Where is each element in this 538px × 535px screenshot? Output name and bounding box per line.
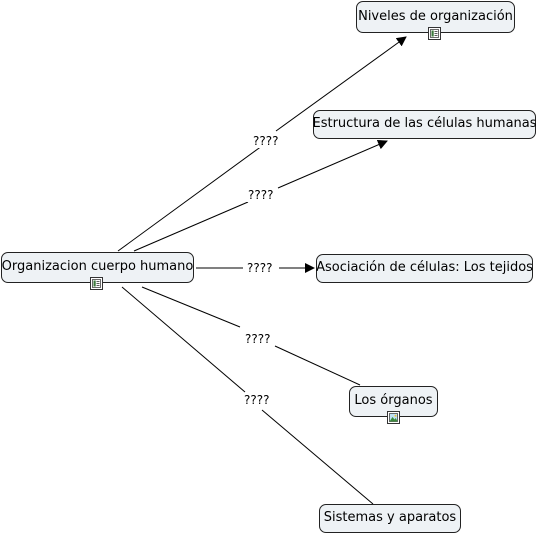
concept-node-niveles-label: Niveles de organización xyxy=(358,8,513,24)
concept-node-organos-label: Los órganos xyxy=(354,393,433,408)
link-line-1a xyxy=(117,142,267,252)
concept-node-asociacion-label: Asociación de células: Los tejidos xyxy=(316,260,533,275)
link-label-organos: ???? xyxy=(243,332,273,346)
link-label-niveles: ???? xyxy=(251,134,281,148)
link-line-5a xyxy=(121,286,246,393)
document-list-icon[interactable] xyxy=(90,277,103,290)
concept-node-sistemas[interactable]: Sistemas y aparatos xyxy=(319,504,461,533)
image-icon[interactable] xyxy=(387,411,400,424)
document-list-icon[interactable] xyxy=(428,27,441,40)
link-line-5b xyxy=(261,409,374,505)
concept-node-estructura-label: Estructura de las células humanas xyxy=(312,116,537,131)
concept-node-asociacion[interactable]: Asociación de células: Los tejidos xyxy=(316,254,533,283)
link-line-1b xyxy=(275,36,407,132)
concept-node-sistemas-label: Sistemas y aparatos xyxy=(323,510,457,525)
link-label-asociacion: ???? xyxy=(245,261,275,275)
concept-node-root-label: Organizacion cuerpo humano xyxy=(1,259,194,274)
link-label-estructura: ???? xyxy=(246,188,276,202)
link-line-2b xyxy=(277,139,388,189)
link-line-4a xyxy=(141,286,241,328)
link-label-sistemas: ???? xyxy=(242,393,272,407)
concept-node-estructura[interactable]: Estructura de las células humanas xyxy=(312,110,537,139)
link-line-4b xyxy=(274,345,361,386)
link-line-2a xyxy=(133,201,249,252)
